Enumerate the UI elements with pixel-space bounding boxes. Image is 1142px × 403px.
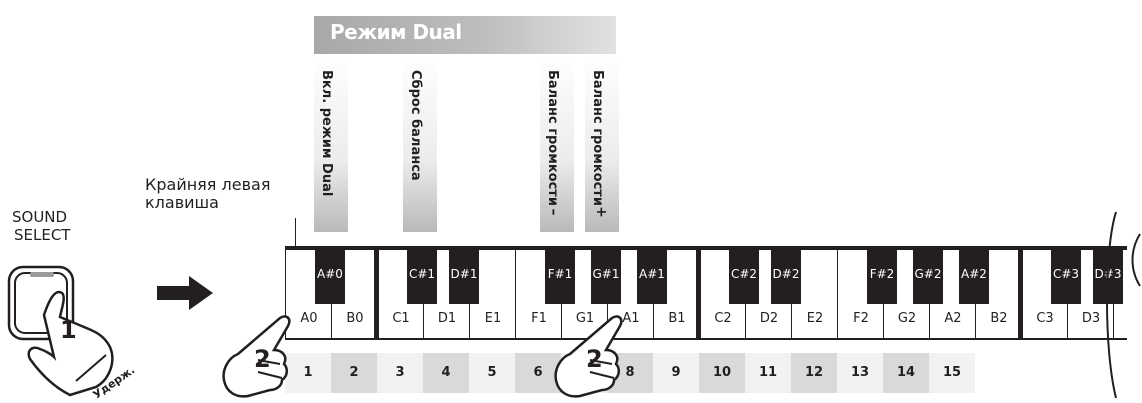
black-key-C#2[interactable]: C#2 xyxy=(729,250,759,304)
white-key-label: D2 xyxy=(759,311,779,326)
number-cell: 3 xyxy=(377,353,423,393)
white-key-label: C3 xyxy=(1036,311,1054,326)
black-key-label: D#1 xyxy=(450,267,478,281)
volume-balance-minus-label: Баланс громкости xyxy=(545,70,560,206)
white-key-label: F1 xyxy=(531,311,547,326)
right-arrow-icon xyxy=(157,276,213,310)
black-key-label: C#2 xyxy=(730,267,758,281)
black-key-A#0[interactable]: A#0 xyxy=(315,250,345,304)
number-cell: 2 xyxy=(331,353,377,393)
number-cell: 14 xyxy=(883,353,929,393)
step-2-number-right: 2 xyxy=(586,345,603,373)
sound-select-label-1: SOUND xyxy=(12,208,68,226)
number-cell: 4 xyxy=(423,353,469,393)
black-key-F#2[interactable]: F#2 xyxy=(867,250,897,304)
minus-sign: – xyxy=(545,208,562,216)
reset-balance-bar xyxy=(403,54,437,232)
dual-on-label: Вкл. режим Dual xyxy=(319,70,334,197)
black-key-label: G#1 xyxy=(592,267,620,281)
dual-mode-title: Режим Dual xyxy=(330,20,462,44)
number-cell: 9 xyxy=(653,353,699,393)
volume-balance-minus-bar xyxy=(540,54,574,232)
black-key-label: C#1 xyxy=(408,267,436,281)
number-cell: 5 xyxy=(469,353,515,393)
black-key-label: F#1 xyxy=(547,267,573,281)
leftmost-key-pointer-line xyxy=(295,218,296,268)
white-key-label: G1 xyxy=(575,311,595,326)
pointing-hand-icon-left xyxy=(222,315,291,398)
white-key-label: C2 xyxy=(714,311,732,326)
keyboard-break-mark xyxy=(1106,211,1141,399)
white-key-A0[interactable]: A0 xyxy=(285,250,331,338)
black-key-D#2[interactable]: D#2 xyxy=(771,250,801,304)
volume-balance-plus-bar xyxy=(585,54,619,232)
white-key-F2[interactable]: F2 xyxy=(837,250,883,338)
volume-balance-plus-label: Баланс громкости xyxy=(590,70,605,206)
piano-keyboard: A0 B0 C1 D1 E1 F1 G1 A1 B1 C2 D2 E2 F2 G… xyxy=(285,246,1127,340)
black-key-label: F#2 xyxy=(869,267,895,281)
white-key-label: A1 xyxy=(622,311,640,326)
step-2-number-left: 2 xyxy=(254,345,271,373)
white-key-label: D1 xyxy=(437,311,457,326)
step-1-number: 1 xyxy=(60,316,77,344)
black-key-label: C#3 xyxy=(1052,267,1080,281)
white-key-label: C1 xyxy=(392,311,410,326)
black-key-F#1[interactable]: F#1 xyxy=(545,250,575,304)
black-key-C#3[interactable]: C#3 xyxy=(1051,250,1081,304)
number-cell: 13 xyxy=(837,353,883,393)
black-key-label: A#2 xyxy=(961,267,987,281)
black-key-label: A#0 xyxy=(317,267,343,281)
plus-sign: + xyxy=(592,206,609,218)
white-key-label: G2 xyxy=(897,311,917,326)
hand-icon xyxy=(27,290,114,397)
number-cell: 6 xyxy=(515,353,561,393)
sound-select-label-2: SELECT xyxy=(14,226,71,244)
white-key-label: E2 xyxy=(806,311,824,326)
white-key-label: B1 xyxy=(668,311,686,326)
white-key-label: B0 xyxy=(346,311,364,326)
black-key-label: D#2 xyxy=(772,267,800,281)
black-key-C#1[interactable]: C#1 xyxy=(407,250,437,304)
hand-cuff-line xyxy=(75,354,107,382)
number-cell: 12 xyxy=(791,353,837,393)
reset-balance-label: Сброс баланса xyxy=(408,70,423,181)
octave-separator xyxy=(696,250,701,338)
sound-select-button-hand[interactable] xyxy=(0,255,145,403)
white-key-label: B2 xyxy=(990,311,1008,326)
black-key-G#1[interactable]: G#1 xyxy=(591,250,621,304)
black-key-label: A#1 xyxy=(639,267,665,281)
sound-select-led xyxy=(30,272,54,277)
white-key-label: A2 xyxy=(944,311,962,326)
white-key-label: D3 xyxy=(1081,311,1101,326)
octave-separator xyxy=(1018,250,1023,338)
number-cell: 11 xyxy=(745,353,791,393)
number-cell: 1 xyxy=(285,353,331,393)
black-key-A#1[interactable]: A#1 xyxy=(637,250,667,304)
white-key-label: A0 xyxy=(300,311,318,326)
white-key-F1[interactable]: F1 xyxy=(515,250,561,338)
white-key-label: F2 xyxy=(853,311,869,326)
black-key-label: G#2 xyxy=(914,267,942,281)
leftmost-key-label: Крайняя левая клавиша xyxy=(145,175,271,212)
octave-separator xyxy=(374,250,379,338)
number-cell: 10 xyxy=(699,353,745,393)
black-key-G#2[interactable]: G#2 xyxy=(913,250,943,304)
white-key-label: E1 xyxy=(484,311,502,326)
black-key-D#1[interactable]: D#1 xyxy=(449,250,479,304)
black-key-A#2[interactable]: A#2 xyxy=(959,250,989,304)
dual-mode-header xyxy=(314,16,616,54)
dual-on-bar xyxy=(314,54,348,232)
pointing-hand-icon-right xyxy=(554,315,623,398)
number-cell: 15 xyxy=(929,353,975,393)
